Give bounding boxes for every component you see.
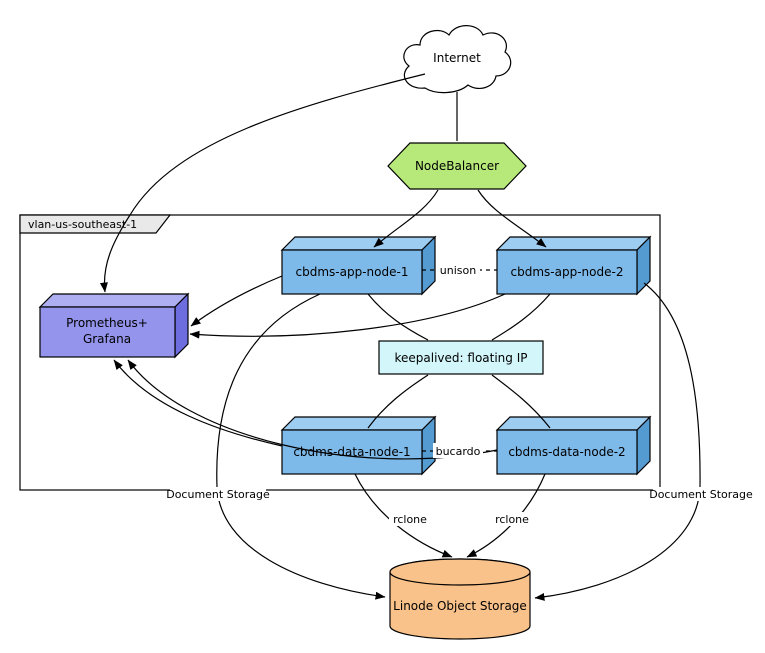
document-storage-right-label: Document Storage: [649, 488, 753, 501]
document-storage-left-label: Document Storage: [166, 488, 270, 501]
vlan-container: vlan-us-southeast-1: [19, 214, 661, 491]
rclone-left-label: rclone: [393, 513, 427, 526]
edge-nodebalancer-to-app-node-2: [477, 189, 547, 248]
document-storage-right-label-bg: [653, 487, 749, 501]
prometheus-top: [38, 293, 190, 308]
data-node-1-front: [281, 429, 423, 475]
edge-keepalived-to-data-node-2: [491, 374, 551, 429]
app-node-2: cbdms-app-node-2: [495, 235, 652, 296]
vlan-tab: [19, 214, 172, 234]
keepalived-node: keepalived: floating IP: [378, 340, 544, 375]
nodebalancer-node: NodeBalancer: [387, 92, 527, 190]
app-node-1-label: cbdms-app-node-1: [296, 265, 409, 279]
unison-label: unison: [440, 264, 476, 277]
object-storage-lid: [389, 558, 531, 586]
data-node-1: cbdms-data-node-1: [280, 415, 437, 476]
app-node-1: cbdms-app-node-1: [280, 235, 437, 296]
edge-app-node-1-to-prometheus: [190, 275, 283, 327]
document-storage-left-label-bg: [170, 487, 266, 501]
edge-app-node-2-to-keepalived: [491, 293, 551, 341]
keepalived-box: [378, 340, 544, 375]
edge-data-node-1-to-prometheus: [113, 359, 283, 447]
app-node-2-label: cbdms-app-node-2: [511, 265, 624, 279]
object-storage-label: Linode Object Storage: [393, 599, 527, 613]
app-node-1-top: [280, 236, 437, 251]
edge-internet-to-prometheus: [99, 73, 426, 293]
vlan-border: [19, 214, 661, 491]
data-node-2-label: cbdms-data-node-2: [508, 445, 625, 459]
keepalived-label: keepalived: floating IP: [395, 351, 528, 365]
bucardo-label-bg: [433, 443, 483, 458]
prometheus-node: Prometheus+ Grafana: [38, 292, 190, 359]
nodebalancer-hexagon: [387, 142, 527, 190]
data-node-2: cbdms-data-node-2: [495, 415, 652, 476]
rclone-left-label-bg: [389, 512, 431, 526]
edge-app-node-2-to-prometheus: [189, 293, 506, 339]
prometheus-label-line2: Grafana: [83, 332, 131, 346]
unison-label-bg: [436, 262, 480, 277]
app-node-2-top: [495, 236, 652, 251]
internet-label: Internet: [433, 51, 481, 65]
prometheus-front: [39, 306, 176, 358]
data-node-1-top: [280, 416, 437, 431]
internet-cloud-icon: [403, 25, 512, 94]
internet-node: Internet: [403, 25, 512, 94]
app-node-1-front: [281, 249, 423, 295]
edge-keepalived-to-data-node-1: [367, 374, 429, 429]
edge-label-layer: unison bucardo rclone rclone Document St…: [166, 262, 753, 526]
nodebalancer-label: NodeBalancer: [415, 159, 499, 173]
app-node-2-front: [496, 249, 638, 295]
prometheus-label-line1: Prometheus+: [66, 316, 148, 330]
bucardo-label: bucardo: [436, 445, 481, 458]
vlan-label: vlan-us-southeast-1: [28, 218, 137, 231]
object-storage-node: Linode Object Storage: [389, 558, 531, 640]
data-node-2-top: [495, 416, 652, 431]
rclone-right-label-bg: [491, 512, 533, 526]
rclone-right-label: rclone: [495, 513, 529, 526]
edge-app-node-1-to-keepalived: [367, 293, 429, 341]
data-node-1-label: cbdms-data-node-1: [293, 445, 410, 459]
edge-nodebalancer-to-app-node-1: [373, 189, 439, 248]
data-node-2-front: [496, 429, 638, 475]
